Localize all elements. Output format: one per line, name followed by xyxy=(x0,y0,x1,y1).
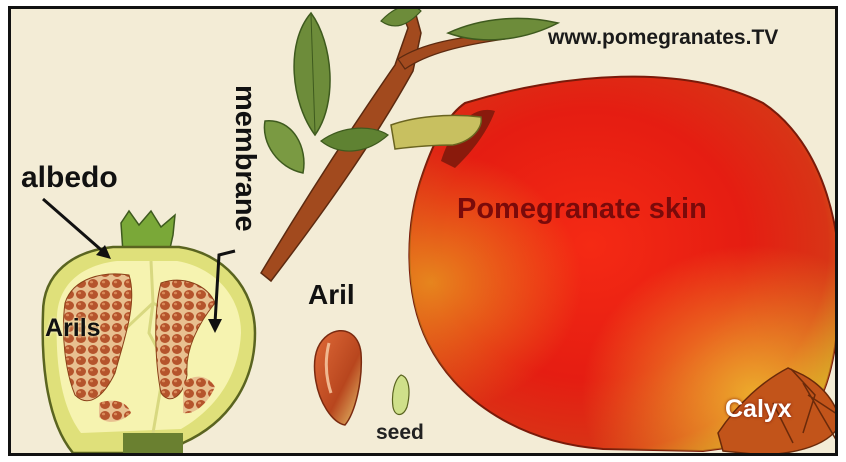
leaf xyxy=(264,121,304,173)
label-calyx: Calyx xyxy=(725,397,792,422)
label-membrane: membrane xyxy=(230,85,259,232)
albedo-arrow xyxy=(43,199,107,255)
pomegranate-illustration xyxy=(11,9,838,456)
cut-base xyxy=(123,433,183,455)
label-arils: Arils xyxy=(45,316,101,341)
label-albedo: albedo xyxy=(21,163,118,193)
leaf xyxy=(321,128,388,151)
leaf xyxy=(448,18,558,39)
aril-single xyxy=(315,331,362,425)
label-seed: seed xyxy=(376,422,424,443)
label-aril: Aril xyxy=(308,281,355,309)
label-pomegranate-skin: Pomegranate skin xyxy=(457,195,707,224)
website-watermark: www.pomegranates.TV xyxy=(548,27,778,48)
illustration-frame: www.pomegranates.TV Pomegranate skin Cal… xyxy=(8,6,838,456)
leaf xyxy=(294,13,330,135)
seed-shape xyxy=(392,375,409,415)
